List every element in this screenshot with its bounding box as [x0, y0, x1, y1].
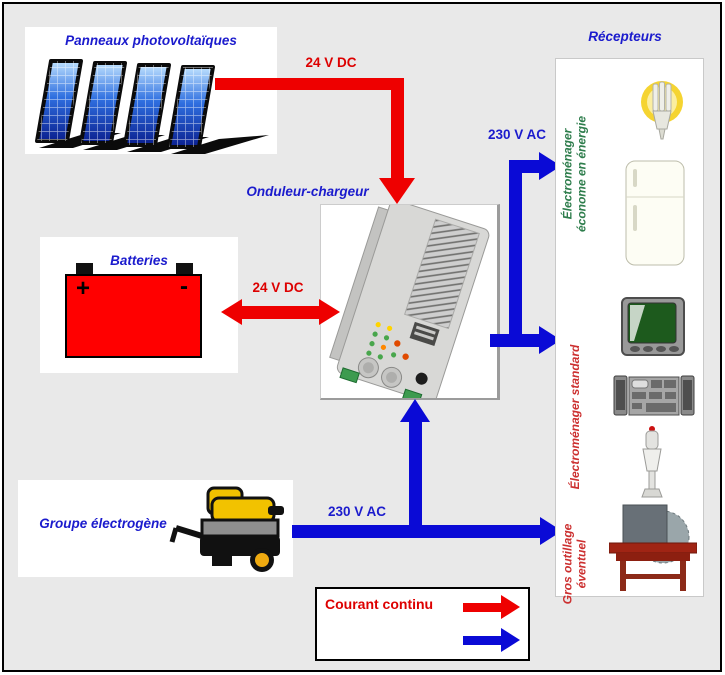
arrow-shaft [509, 160, 522, 347]
battery-minus-sign: - [180, 273, 188, 300]
receivers-title: Récepteurs [588, 29, 662, 44]
arrow-head [221, 299, 242, 325]
pv-dc-label: 24 V DC [305, 55, 357, 70]
tv-icon [621, 297, 685, 356]
receivers-box: Électroménager économe en énergie Électr… [555, 58, 704, 604]
receiver-group-tools-label: Gros outillage éventuel [560, 523, 589, 605]
generator-title: Groupe électrogène [39, 516, 167, 531]
arrow-shaft [241, 306, 321, 319]
generator-ac-label: 230 V AC [327, 504, 387, 519]
battery-dc-label: 24 V DC [252, 280, 304, 295]
solar-panels-title: Panneaux photovoltaïques [65, 33, 237, 48]
battery-terminal-plus [76, 263, 93, 274]
battery-icon [65, 274, 202, 358]
inverter-box [320, 204, 500, 400]
hand-blender-icon [641, 426, 663, 498]
arrow-head [319, 299, 340, 325]
arrow-shaft [391, 78, 404, 179]
table-saw-icon [609, 504, 697, 591]
inverter-title: Onduleur-chargeur [246, 184, 369, 199]
receiver-group-economical-label: Électroménager économe en énergie [560, 115, 589, 232]
arrow-shaft [215, 78, 404, 90]
generator-box: Groupe électrogène [18, 480, 293, 577]
fridge-icon [625, 160, 685, 266]
batteries-box: Batteries + - [40, 237, 238, 373]
generator-icon [169, 486, 284, 572]
arrow-shaft [509, 160, 539, 173]
inverter-ac-label: 230 V AC [487, 127, 547, 142]
battery-plus-sign: + [76, 275, 91, 302]
legend-box: Courant continu [315, 587, 530, 661]
solar-panels-icon [35, 59, 269, 154]
battery-terminal-minus [176, 263, 193, 274]
arrow-shaft [292, 525, 540, 538]
legend-dc-label: Courant continu [325, 596, 434, 612]
arrow-head [400, 399, 430, 422]
inverter-charger-icon [329, 205, 490, 398]
solar-panels-box: Panneaux photovoltaïques [25, 27, 277, 154]
cfl-lamp-icon [641, 81, 683, 140]
arrow-head [379, 178, 415, 204]
fax-phone-icon [613, 375, 695, 416]
batteries-title: Batteries [110, 253, 168, 268]
arrow-shaft [409, 420, 422, 525]
